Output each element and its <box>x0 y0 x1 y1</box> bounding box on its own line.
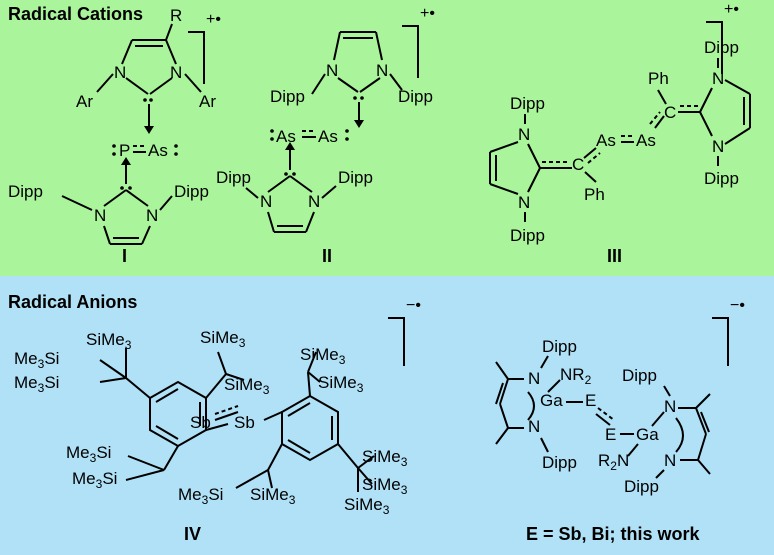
svg-text:Ph: Ph <box>648 69 669 88</box>
svg-text:N: N <box>376 61 388 80</box>
svg-text:SiMe3: SiMe3 <box>362 475 408 497</box>
svg-text:Dipp: Dipp <box>270 87 305 106</box>
svg-text:Dipp: Dipp <box>216 168 251 187</box>
svg-text:Dipp: Dipp <box>338 168 373 187</box>
compound-I: R N N Ar Ar P As N N Dipp Dipp I <box>8 6 221 266</box>
svg-text:R: R <box>170 6 182 25</box>
svg-text:Dipp: Dipp <box>542 453 577 472</box>
svg-text:E: E <box>605 425 616 444</box>
svg-text:NR2: NR2 <box>560 365 592 387</box>
svg-text:Dipp: Dipp <box>624 477 659 496</box>
compound-this-work: Dipp N N Dipp Ga NR2 E E Ga N Dipp <box>495 297 745 544</box>
svg-text:As: As <box>148 141 168 160</box>
svg-text:SiMe3: SiMe3 <box>300 345 346 367</box>
compound-IV: SiMe3 Me3Si Me3Si SiMe3 SiMe3 Me3Si Me3S… <box>14 297 421 544</box>
svg-text:+•: +• <box>724 1 739 18</box>
svg-text:Ph: Ph <box>584 185 605 204</box>
svg-text:+•: +• <box>206 11 221 28</box>
svg-text:Me3Si: Me3Si <box>14 349 59 371</box>
svg-text:Me3Si: Me3Si <box>66 443 111 465</box>
svg-text:P: P <box>119 141 130 160</box>
svg-text:N: N <box>518 125 530 144</box>
svg-text:As: As <box>318 127 338 146</box>
svg-text:Dipp: Dipp <box>398 87 433 106</box>
svg-text:SiMe3: SiMe3 <box>344 495 390 517</box>
svg-text:Ga: Ga <box>540 391 563 410</box>
svg-text:As: As <box>276 127 296 146</box>
svg-text:N: N <box>664 451 676 470</box>
compound-label-this-work: E = Sb, Bi; this work <box>526 524 701 544</box>
svg-text:N: N <box>94 206 106 225</box>
compound-II: N N Dipp Dipp As As N N Dipp Dipp II <box>216 5 435 266</box>
svg-text:Me3Si: Me3Si <box>178 485 223 507</box>
compound-label-IV: IV <box>184 524 201 544</box>
svg-text:SiMe3: SiMe3 <box>86 330 132 352</box>
svg-text:N: N <box>326 61 338 80</box>
svg-text:N: N <box>528 417 540 436</box>
svg-text:N: N <box>146 206 158 225</box>
svg-text:SiMe3: SiMe3 <box>362 447 408 469</box>
svg-text:Dipp: Dipp <box>174 182 209 201</box>
svg-text:Sb: Sb <box>190 413 211 432</box>
anions-panel <box>0 276 774 555</box>
svg-text:Ar: Ar <box>199 92 216 111</box>
svg-text:Sb: Sb <box>234 413 255 432</box>
compound-label-II: II <box>322 246 332 266</box>
cations-panel <box>0 0 774 276</box>
compound-label-I: I <box>122 246 127 266</box>
svg-text:C: C <box>664 103 676 122</box>
svg-text:Me3Si: Me3Si <box>14 373 59 395</box>
svg-text:Dipp: Dipp <box>622 366 657 385</box>
svg-text:SiMe3: SiMe3 <box>318 373 364 395</box>
svg-text:N: N <box>260 192 272 211</box>
svg-text:N: N <box>664 397 676 416</box>
svg-text:+•: +• <box>420 5 435 22</box>
svg-text:R2N: R2N <box>598 451 629 473</box>
svg-text:Dipp: Dipp <box>704 169 739 188</box>
svg-text:Me3Si: Me3Si <box>72 469 117 491</box>
svg-text:−•: −• <box>730 297 745 314</box>
svg-text:SiMe3: SiMe3 <box>200 328 246 350</box>
svg-text:N: N <box>308 192 320 211</box>
compound-label-III: III <box>607 246 622 266</box>
svg-text:As: As <box>636 131 656 150</box>
anions-title: Radical Anions <box>8 292 137 312</box>
svg-text:Ar: Ar <box>76 92 93 111</box>
svg-text:N: N <box>712 137 724 156</box>
svg-text:−•: −• <box>406 297 421 314</box>
svg-text:As: As <box>596 131 616 150</box>
svg-text:Dipp: Dipp <box>510 226 545 245</box>
svg-text:N: N <box>170 63 182 82</box>
svg-text:Dipp: Dipp <box>510 94 545 113</box>
svg-text:Ga: Ga <box>636 425 659 444</box>
svg-text:E: E <box>585 391 596 410</box>
svg-text:Dipp: Dipp <box>8 182 43 201</box>
svg-text:N: N <box>114 63 126 82</box>
svg-text:SiMe3: SiMe3 <box>250 485 296 507</box>
svg-text:N: N <box>528 369 540 388</box>
svg-text:SiMe3: SiMe3 <box>224 375 270 397</box>
compound-III: Dipp N N Dipp C Ph As As C Ph N N <box>489 1 751 266</box>
svg-text:C: C <box>572 155 584 174</box>
cations-title: Radical Cations <box>8 4 143 24</box>
svg-text:N: N <box>518 193 530 212</box>
svg-text:Dipp: Dipp <box>542 337 577 356</box>
